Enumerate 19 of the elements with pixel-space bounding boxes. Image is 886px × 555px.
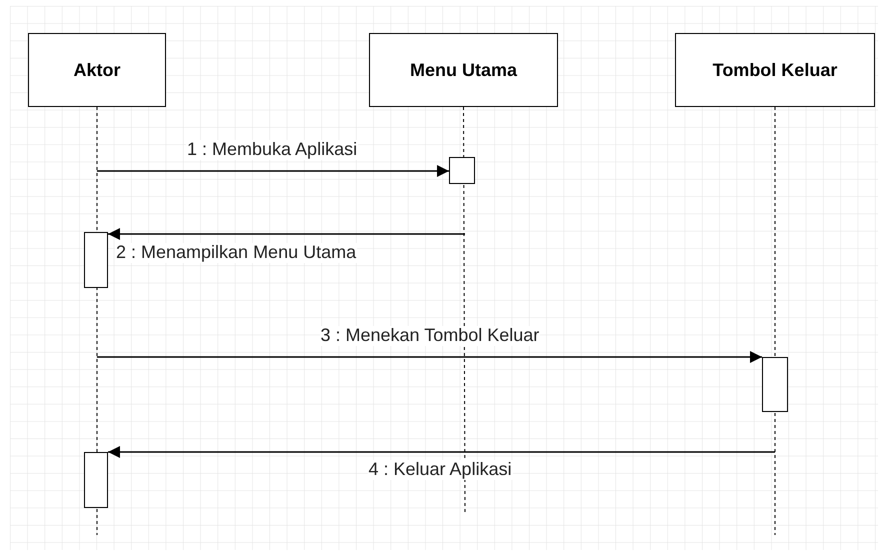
message-label: 4 : Keluar Aplikasi — [368, 460, 513, 480]
activation-bar — [84, 232, 108, 288]
message-arrow — [97, 165, 449, 177]
lifeline-name: Menu Utama — [410, 60, 517, 80]
message-arrow — [108, 228, 465, 240]
lifeline-head-box — [28, 33, 166, 107]
message-label: 2 : Menampilkan Menu Utama — [115, 243, 358, 263]
lifeline-name: Aktor — [73, 60, 120, 80]
message-label: 1 : Membuka Aplikasi — [186, 140, 358, 160]
lifeline-name: Tombol Keluar — [712, 60, 838, 80]
message-arrow — [97, 351, 762, 363]
message-arrow — [108, 446, 775, 458]
activation-bar — [84, 452, 108, 508]
lifeline-head-box — [369, 33, 558, 107]
activation-bar — [449, 157, 475, 184]
lifeline-head-box — [675, 33, 875, 107]
message-label: 3 : Menekan Tombol Keluar — [320, 326, 540, 346]
lifeline — [774, 106, 776, 536]
activation-bar — [762, 357, 788, 412]
